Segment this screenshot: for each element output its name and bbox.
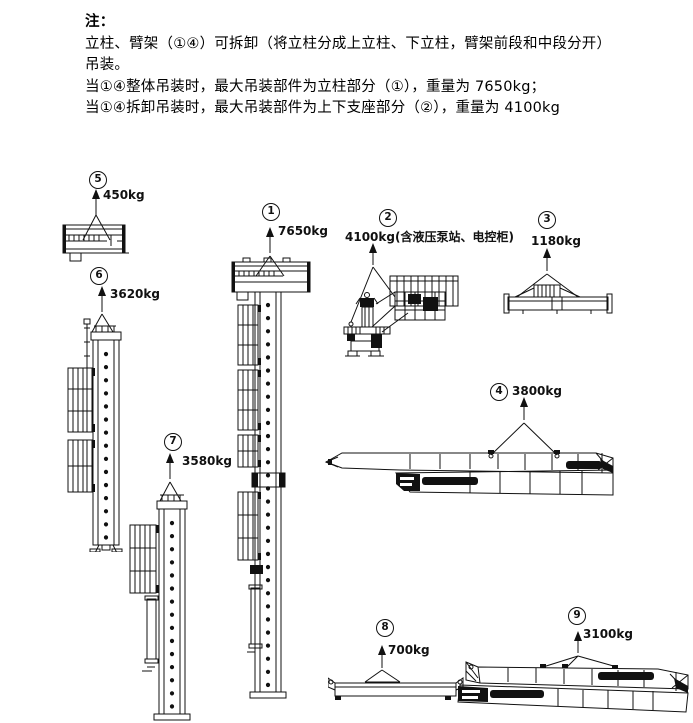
figure-item-6: 6 3620kg	[58, 260, 160, 552]
note-title: 注：	[85, 14, 115, 30]
beam-drawing	[328, 677, 464, 700]
weight-label: 7650kg	[278, 224, 328, 238]
figure-item-9: 9 3100kg	[448, 598, 693, 723]
figure-item-4: 4 3800kg	[320, 374, 650, 507]
sling-lines-icon	[364, 669, 401, 683]
item-number-badge: 8	[376, 619, 394, 637]
item-4-drawing	[324, 397, 614, 496]
item-number-badge: 6	[90, 267, 108, 285]
lift-arrow-icon	[520, 397, 528, 420]
boom-drawing	[457, 661, 689, 713]
note-block: 注： 立柱、臂架（①④）可拆卸（将立柱分成上立柱、下立柱，臂架前段和中段分开） …	[85, 12, 645, 120]
figure-item-1: 1 7650kg	[225, 195, 343, 707]
item-number-badge: 1	[262, 203, 280, 221]
item-number-badge: 7	[164, 433, 182, 451]
lift-arrow-icon	[378, 645, 386, 668]
weight-label: 4100kg(含液压泵站、电控柜)	[345, 230, 514, 244]
boom-drawing	[324, 450, 614, 496]
platform-frame-drawing	[62, 224, 129, 262]
item-number-badge: 3	[538, 211, 556, 229]
lift-arrow-icon	[369, 243, 377, 265]
note-line-2: 吊装。	[85, 57, 130, 73]
item-number-badge: 2	[379, 209, 397, 227]
item-number-badge: 5	[89, 171, 107, 189]
lift-arrow-icon	[98, 286, 106, 312]
item-6-drawing	[67, 286, 123, 552]
weight-label: 1180kg	[531, 234, 581, 248]
item-number-badge: 9	[568, 607, 586, 625]
weight-label: 3800kg	[512, 384, 562, 398]
item-2-drawing	[343, 243, 459, 357]
note-line-3: 当①④整体吊装时，最大吊装部件为立柱部分（①），重量为 7650kg；	[85, 78, 546, 95]
lift-arrow-icon	[543, 248, 551, 271]
item-number-badge: 4	[490, 383, 508, 401]
figure-item-2: 2 4100kg(含液压泵站、电控柜)	[338, 200, 514, 362]
weight-label: 3100kg	[583, 627, 633, 641]
weight-label: 3620kg	[110, 287, 160, 301]
item-7-drawing	[129, 453, 191, 721]
weight-label: 3580kg	[182, 454, 232, 468]
mast-drawing	[231, 257, 311, 699]
note-line-4: 当①④拆卸吊装时，最大吊装部件为上下支座部分（②），重量为 4100kg	[85, 100, 561, 116]
item-5-drawing	[62, 189, 129, 262]
sling-lines-icon	[159, 481, 182, 502]
sling-lines-icon	[82, 214, 111, 241]
item-3-drawing	[503, 248, 613, 314]
sling-lines-icon	[348, 266, 396, 327]
lift-arrow-icon	[266, 227, 274, 253]
lift-arrow-icon	[92, 189, 100, 215]
column-drawing	[129, 494, 191, 721]
figure-item-3: 3 1180kg	[503, 203, 621, 323]
weight-label: 700kg	[388, 643, 430, 657]
figure-item-8: 8 700kg	[328, 612, 470, 712]
support-assembly-drawing	[343, 275, 459, 357]
base-frame-drawing	[503, 284, 613, 314]
lift-arrow-icon	[166, 453, 174, 479]
figure-item-5: 5 450kg	[55, 168, 150, 273]
column-drawing	[67, 318, 123, 552]
item-1-drawing	[231, 227, 311, 699]
weight-label: 450kg	[103, 188, 145, 202]
figure-item-7: 7 3580kg	[128, 425, 243, 723]
sling-lines-icon	[542, 655, 618, 668]
lift-arrow-icon	[574, 631, 582, 653]
note-line-1: 立柱、臂架（①④）可拆卸（将立柱分成上立柱、下立柱，臂架前段和中段分开）	[85, 35, 612, 52]
item-9-drawing	[457, 631, 689, 713]
